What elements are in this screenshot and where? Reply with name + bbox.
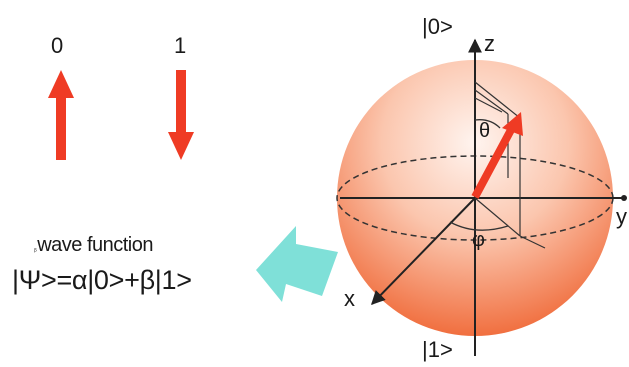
arrow-down-icon <box>168 70 194 160</box>
theta-arc <box>474 119 501 129</box>
phi-label: φ <box>472 229 485 251</box>
caption-text: wave function <box>37 234 153 256</box>
x-axis-label: x <box>344 286 355 311</box>
y-axis-label: y <box>616 204 627 229</box>
ket-zero-label: |0> <box>422 14 453 39</box>
phi-arc <box>449 221 509 231</box>
wavefunction-caption: ᵦwave function <box>34 234 153 257</box>
bit-zero-label: 0 <box>51 33 64 58</box>
ket-one-label: |1> <box>422 337 453 362</box>
pointer-arrow-icon <box>256 226 338 302</box>
z-axis-label: z <box>484 31 495 56</box>
wavefunction-formula: |Ψ>=α|0>+β|1> <box>12 265 192 295</box>
theta-label: θ <box>479 120 491 142</box>
arrow-up-icon <box>48 70 74 160</box>
state-vector <box>471 112 523 199</box>
x-axis <box>371 197 476 306</box>
bit-one-label: 1 <box>174 33 187 58</box>
caption-prefix: ᵦ <box>34 246 37 253</box>
